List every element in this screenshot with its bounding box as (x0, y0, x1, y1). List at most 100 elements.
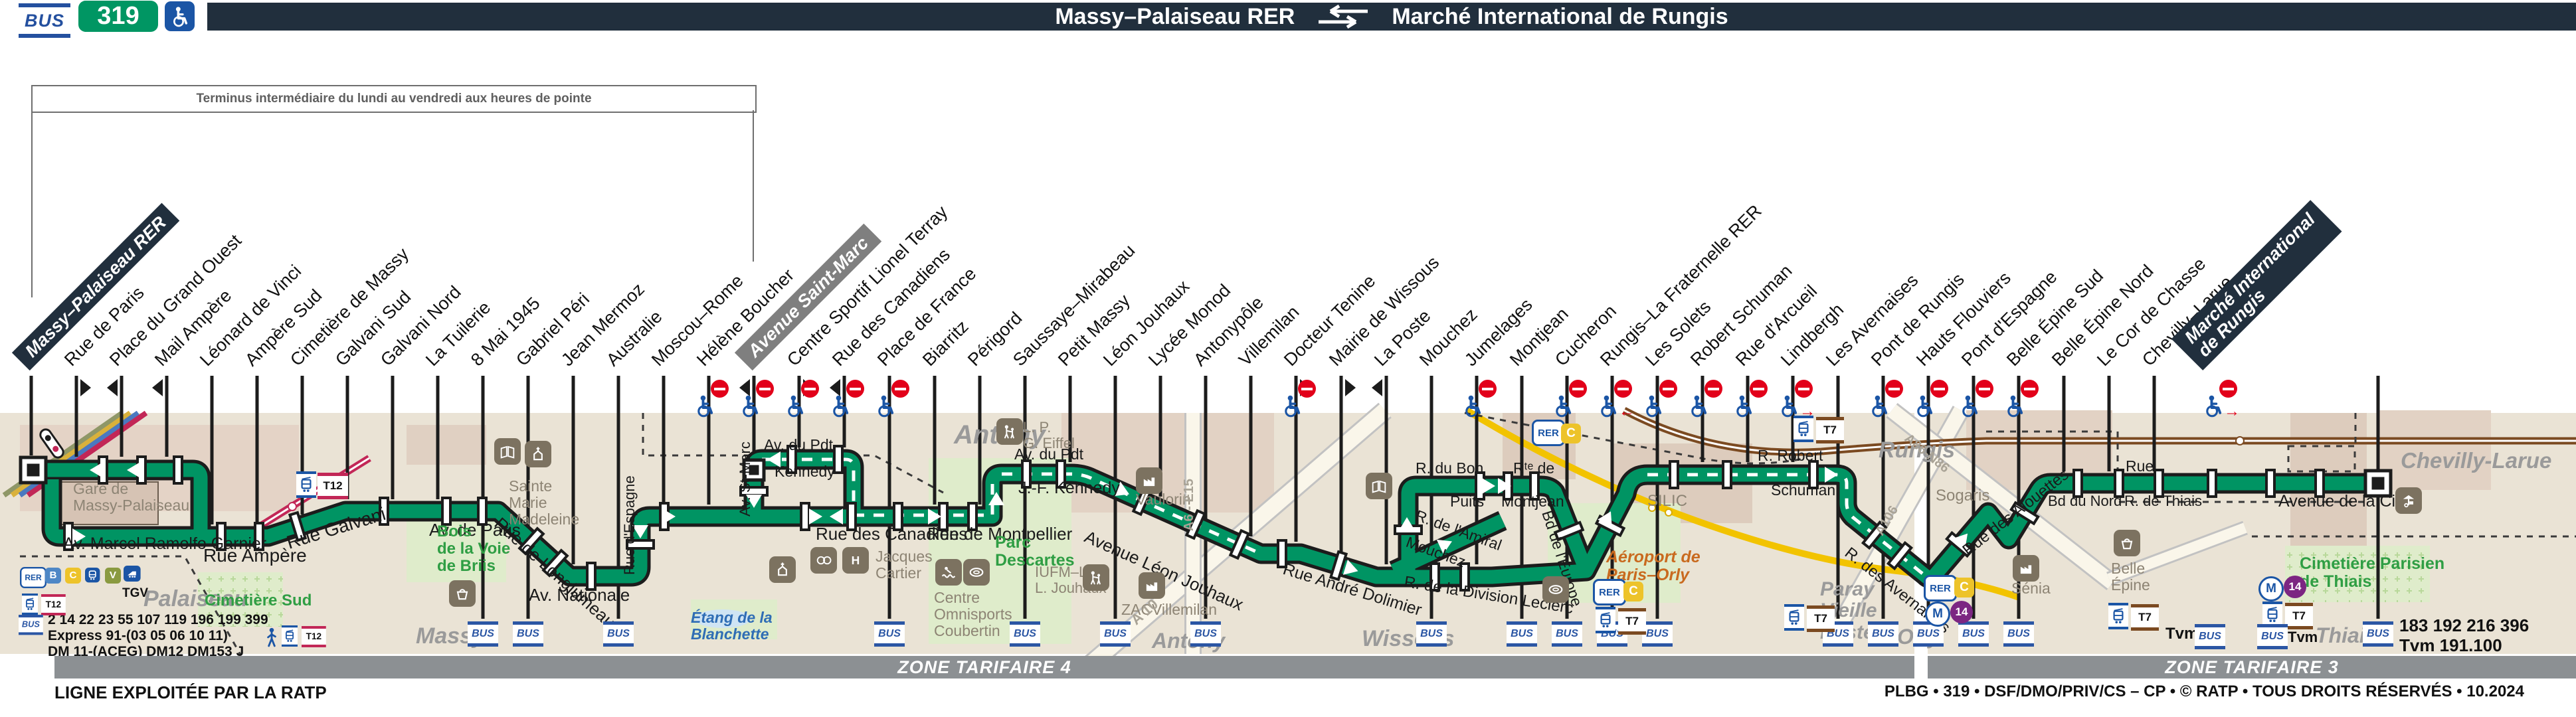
bus-connection-badge: BUS (468, 621, 498, 647)
tram-icon (2108, 603, 2128, 629)
bus-logo: BUS (19, 3, 70, 38)
map-label: A6 - E15 (1182, 479, 1196, 531)
tram-icon (1596, 607, 1615, 633)
street-label: Av. St-Marc (737, 441, 753, 517)
no-wheelchair-access-icon (830, 380, 864, 418)
rer-icon: RER (1532, 420, 1565, 446)
street-label: Av. du Pdt (764, 436, 833, 453)
bus-connection-badge: BUS (1190, 621, 1221, 647)
bC-icon: C (1561, 424, 1581, 443)
title-from: Massy–Palaiseau RER (1055, 3, 1295, 29)
street-label: Av. Marcel Ramolfo Garnier (63, 534, 267, 553)
bB-icon: B (45, 568, 61, 584)
no-wheelchair-access-icon (1643, 380, 1677, 418)
svg-text:H: H (852, 554, 860, 567)
no-wheelchair-access-icon (2004, 380, 2039, 418)
area-label: Rungis (1879, 438, 1956, 463)
map-label: Cimetière Sud (205, 592, 312, 609)
title-to: Marché International de Rungis (1392, 3, 1728, 29)
street-label: J.-F. Kennedy (1018, 479, 1120, 497)
double-arrow-icon (1319, 5, 1368, 29)
bus-connection-badge: BUS (513, 621, 543, 647)
no-wheelchair-access-icon (1552, 380, 1587, 418)
footer-operator: LIGNE EXPLOITÉE PAR LA RATP (54, 682, 327, 702)
no-wheelchair-access-icon (1462, 380, 1497, 418)
map-label: Sogaris (1936, 487, 1990, 505)
t7-icon: T7 (1816, 417, 1844, 443)
tram-icon (1794, 416, 1813, 442)
bus-connection-badge: BUS (2003, 621, 2034, 647)
map-label: Bois de la Voie de Briis (437, 522, 511, 575)
tram-icon (282, 625, 298, 647)
street-label: Montjean (1501, 493, 1564, 510)
map-label: Cimetière Parisien de Thiais (2300, 554, 2445, 591)
map-label: Centre Omnisports Coubertin (934, 589, 1012, 639)
street-label: R. de Thiais (2124, 493, 2202, 509)
tram-icon (296, 471, 316, 498)
bus-connection-badge: BUS (874, 621, 905, 647)
street-label: Rue d'Espagne (621, 475, 638, 575)
bC-icon: C (1954, 578, 1974, 598)
m-icon: M (1925, 601, 1950, 627)
street-label: Rue de Montpellier (927, 524, 1073, 544)
no-wheelchair-access-icon: → (2203, 380, 2240, 420)
bracket-line-left (31, 110, 33, 297)
map-label: Sénia (2011, 580, 2051, 597)
busstop-icon: BUS (2195, 624, 2225, 649)
street-label: Avenue de la Cité (2278, 492, 2409, 511)
map-label: Étang de la Blanchette (691, 609, 773, 643)
bus-connection-badge: BUS (1100, 621, 1131, 647)
bC-icon: C (1623, 582, 1643, 601)
rer-icon: RER (1924, 575, 1957, 601)
street-label: R. du Bon (1416, 459, 1484, 477)
no-wheelchair-access-icon (739, 380, 774, 418)
map-label: Gare de Massy-Palaiseau (73, 480, 190, 514)
m14-icon: 14 (2284, 576, 2306, 598)
bus-connection-badge: BUS (1868, 621, 1898, 647)
bus-connection-badge: BUS (1416, 621, 1447, 647)
map-label: Tvm (2165, 625, 2199, 643)
street-label: Av. du Pdt (1014, 445, 1083, 463)
street-label: Kennedy (775, 463, 835, 480)
street-label: Rue (2126, 457, 2154, 475)
no-wheelchair-access-icon (1914, 380, 1948, 418)
t12-icon: T12 (41, 594, 66, 615)
rer-icon: RER (20, 567, 46, 588)
street-label: Bd du Nord (2048, 493, 2122, 509)
area-label: Chevilly-Larue (2401, 448, 2552, 473)
no-wheelchair-access-icon (1281, 380, 1316, 418)
map-label: 183 192 216 396 Tvm 191.100 (2399, 615, 2530, 655)
bus-connection-badge: BUS (603, 621, 634, 647)
bus-connection-badge: BUS (1507, 621, 1537, 647)
intermediate-terminus-note: Terminus intermédiaire du lundi au vendr… (31, 85, 757, 113)
train-icon (85, 568, 100, 583)
m14-icon: 14 (1950, 601, 1973, 623)
no-wheelchair-access-icon (694, 380, 729, 418)
street-label: Schuman (1771, 481, 1836, 499)
tram-icon (1784, 604, 1804, 631)
street-label: Av. Nationale (529, 585, 630, 605)
rer-icon: RER (1593, 579, 1626, 605)
street-label: Rue Ampère (203, 545, 307, 566)
bus-connection-badge: BUS (2363, 621, 2393, 647)
map-label: TGV (122, 586, 149, 600)
bus-connection-badge: BUS (1958, 621, 1989, 647)
map-label: L. P. G. Eiffel (1023, 419, 1075, 451)
bus-connection-badge: BUS (1552, 621, 1582, 647)
t7-icon: T7 (2285, 603, 2313, 629)
busstop-icon: BUS (2257, 624, 2288, 649)
area-label: Palaiseau (143, 586, 248, 611)
no-wheelchair-access-icon: → (1778, 380, 1815, 420)
bus-connection-badge: BUS (1010, 621, 1040, 647)
zone-bar-3: ZONE TARIFAIRE 3 (1928, 656, 2576, 678)
t12-icon: T12 (302, 626, 326, 647)
line-number-badge: 319 (78, 1, 158, 32)
bus-connection-badge: BUS (1642, 621, 1673, 647)
no-wheelchair-access-icon (784, 380, 819, 418)
street-label: Rᵗᵉ de (1513, 459, 1555, 477)
map-label: Belle Épine (2111, 560, 2150, 594)
no-wheelchair-access-icon (1959, 380, 1993, 418)
street-label: Rue des Canadiens (816, 524, 968, 544)
no-wheelchair-access-icon (1688, 380, 1722, 418)
